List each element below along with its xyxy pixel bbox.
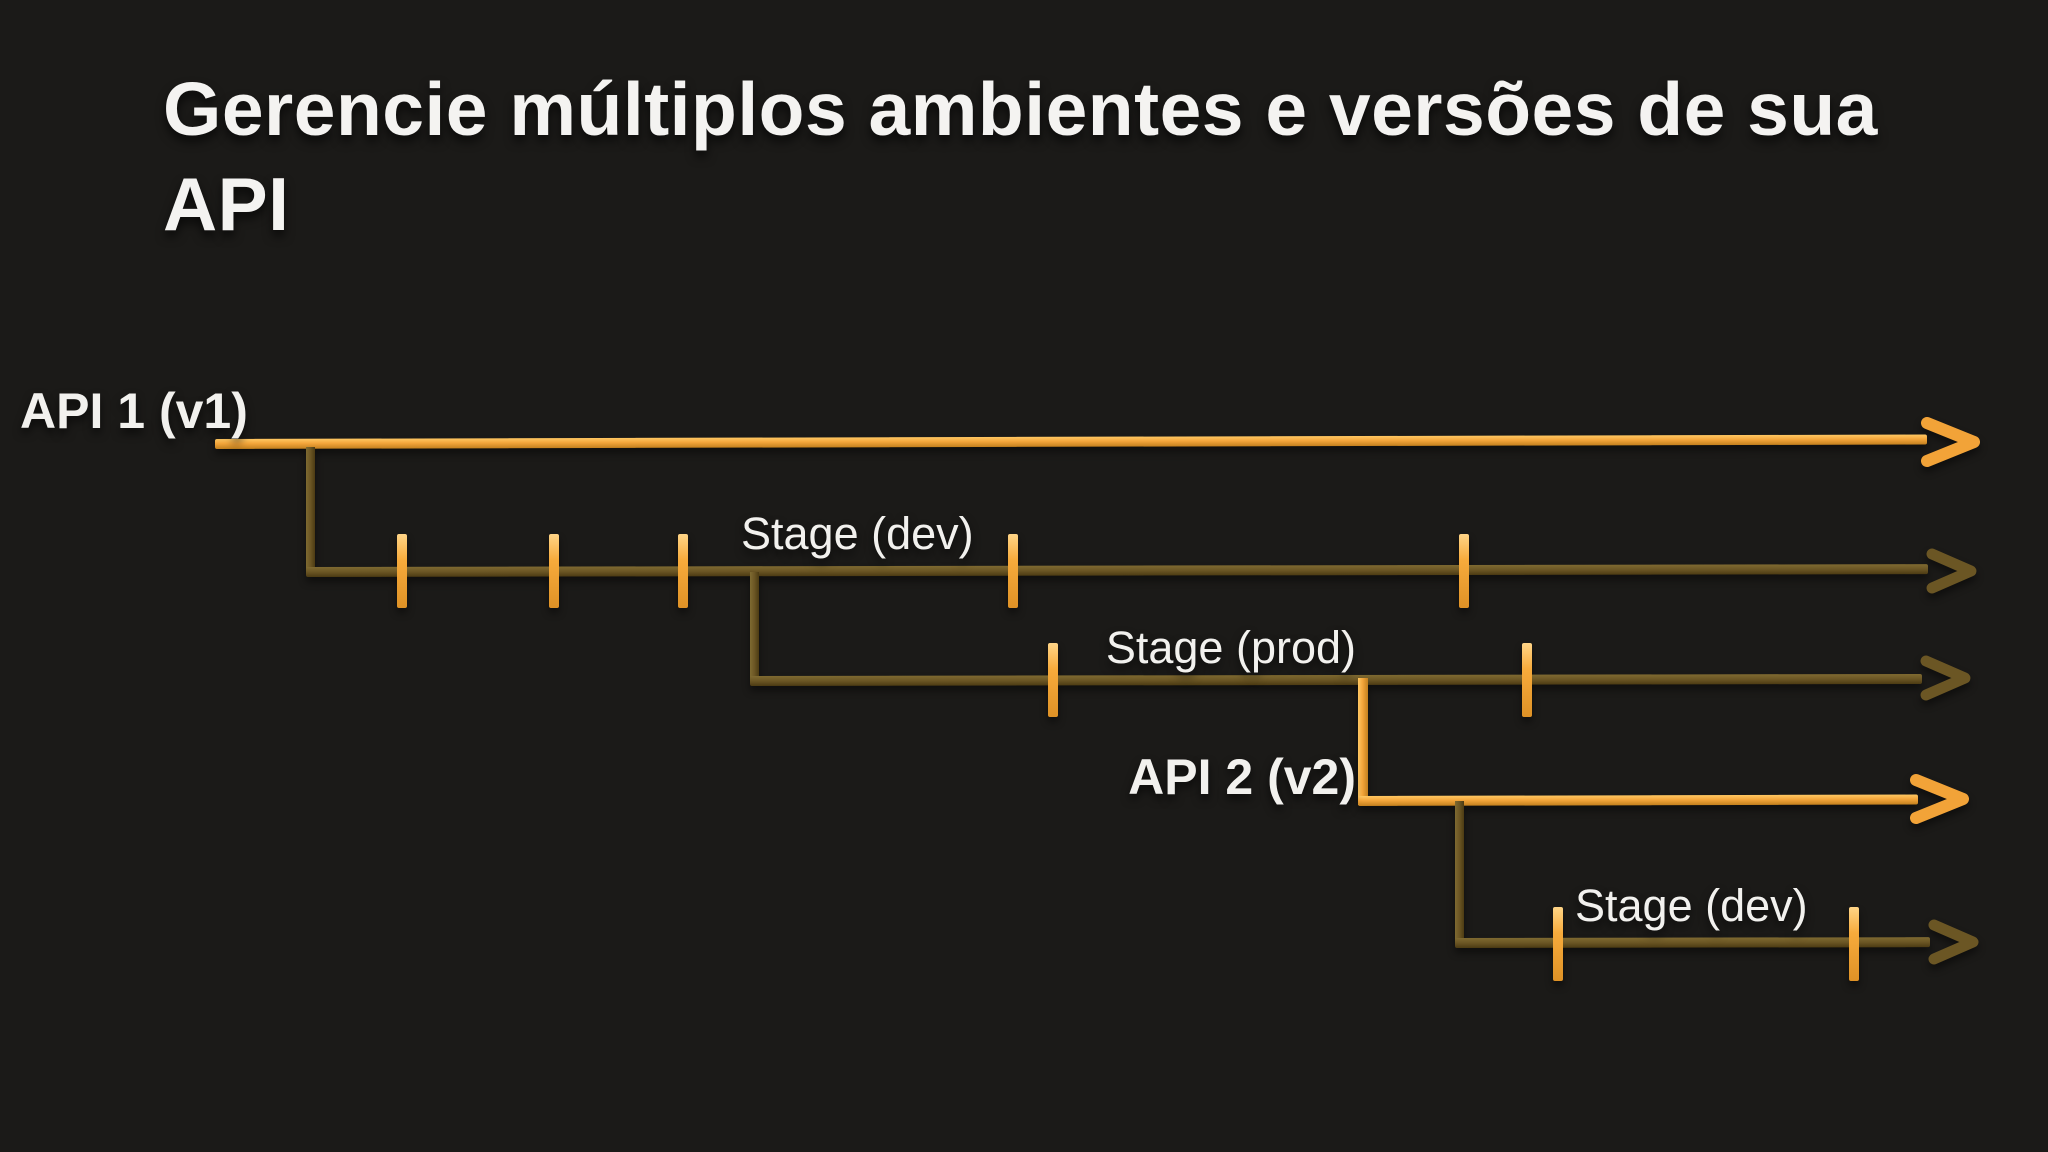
branch-api1-to-stagedev-line bbox=[306, 447, 315, 575]
deployment-tick bbox=[1849, 907, 1859, 981]
deployment-tick bbox=[678, 534, 688, 608]
deployment-tick bbox=[1008, 534, 1018, 608]
deployment-tick bbox=[549, 534, 559, 608]
stageprod-timeline-line bbox=[749, 673, 1923, 686]
api1-timeline-line bbox=[214, 434, 1928, 449]
api2-arrowhead-icon bbox=[1910, 774, 1969, 824]
deployment-tick bbox=[397, 534, 407, 608]
stageprod-arrowhead-icon bbox=[1920, 655, 1971, 701]
stagedev1-arrowhead-icon bbox=[1926, 548, 1977, 594]
stagedev2-arrowhead-icon bbox=[1928, 919, 1979, 965]
deployment-tick bbox=[1459, 534, 1469, 608]
api2-timeline-line bbox=[1357, 794, 1919, 806]
slide-title: Gerencie múltiplos ambientes e versões d… bbox=[163, 67, 1878, 246]
branch-stagedev-to-stageprod-line bbox=[750, 572, 759, 684]
deployment-tick bbox=[1522, 643, 1532, 717]
branch-api2-to-stagedev2-line bbox=[1455, 801, 1464, 946]
stageprod-timeline-label: Stage (prod) bbox=[1105, 622, 1356, 673]
deployment-tick bbox=[1048, 643, 1058, 717]
stagedev2-timeline-line bbox=[1454, 937, 1931, 948]
stagedev1-timeline-label: Stage (dev) bbox=[741, 508, 974, 559]
branch-stageprod-to-api2-line bbox=[1358, 678, 1368, 805]
stagedev2-timeline-label: Stage (dev) bbox=[1575, 880, 1808, 931]
api1-arrowhead-icon bbox=[1921, 417, 1980, 467]
api2-timeline-label: API 2 (v2) bbox=[1128, 749, 1356, 805]
stagedev1-timeline-line bbox=[305, 564, 1929, 577]
api1-timeline-label: API 1 (v1) bbox=[20, 383, 248, 439]
deployment-tick bbox=[1553, 907, 1563, 981]
